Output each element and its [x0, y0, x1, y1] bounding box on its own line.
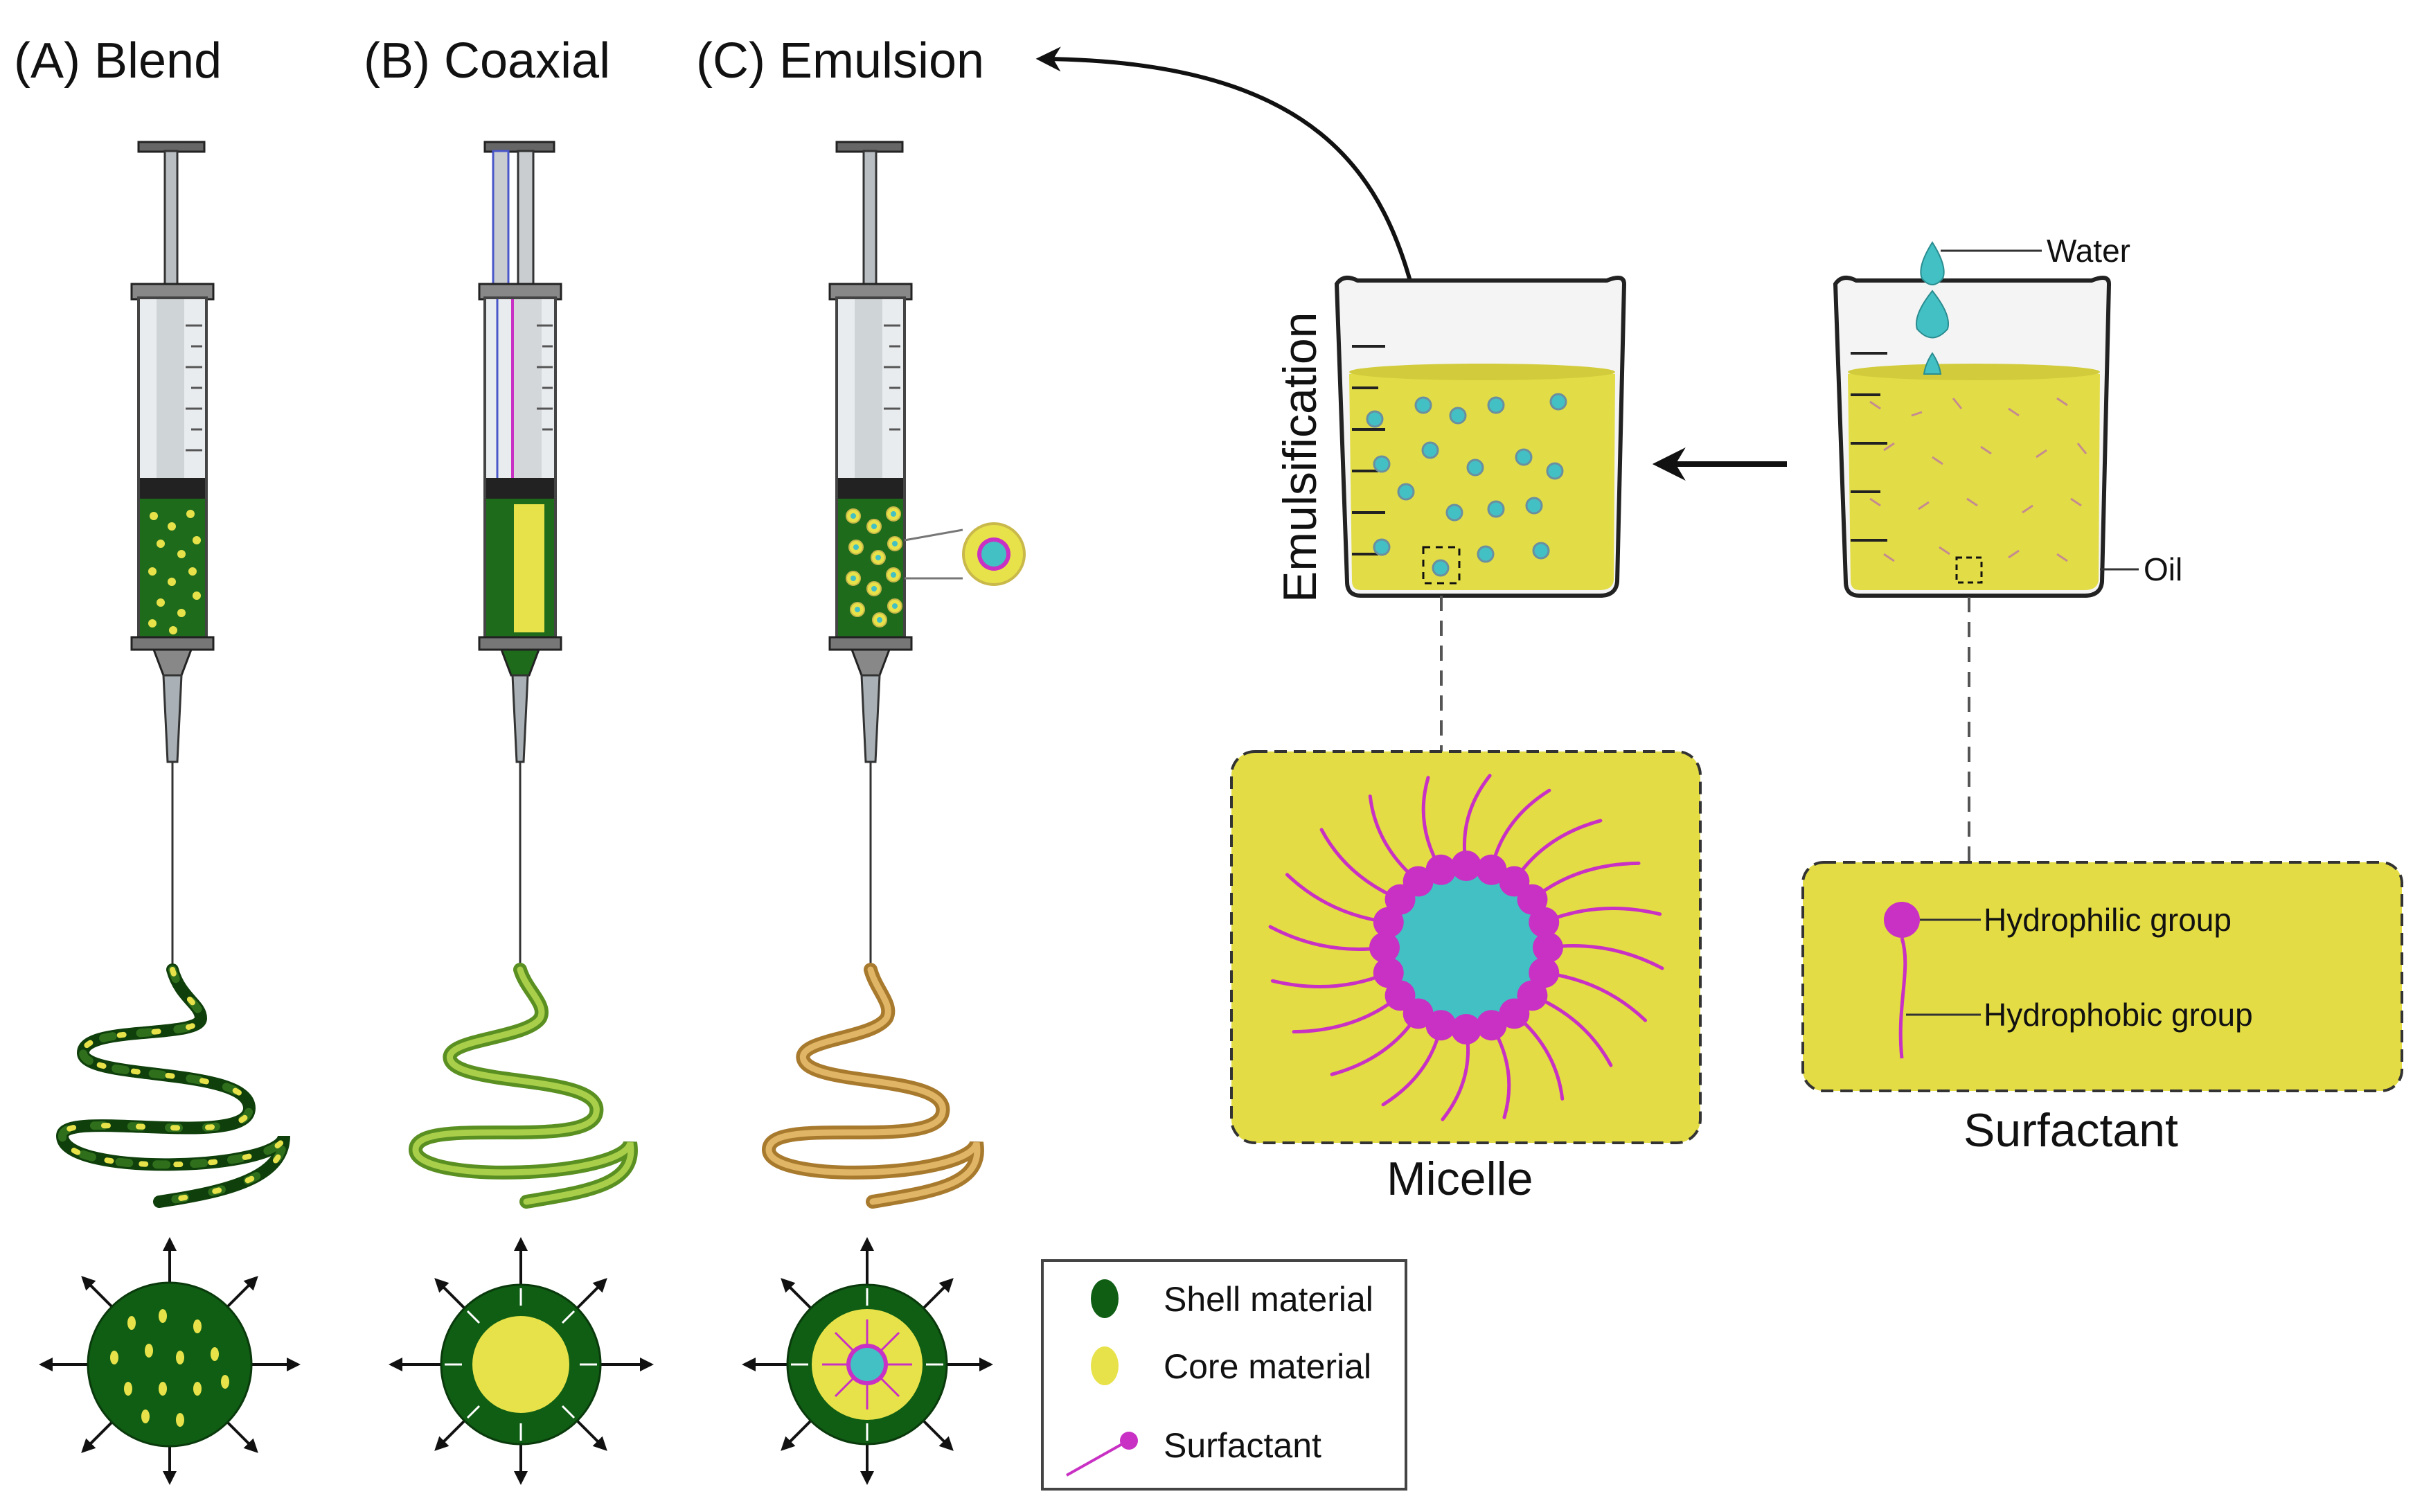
hydrophilic-head-icon [1884, 902, 1920, 938]
micelle-head [1373, 957, 1404, 988]
micelle-head [1533, 932, 1563, 963]
emulsion-beaker [1334, 276, 1627, 598]
oil-beaker [1833, 276, 2112, 598]
micelle-head [1384, 980, 1416, 1011]
micelle-head [1425, 854, 1457, 885]
micelle-head [1369, 932, 1400, 963]
micelle-head [1373, 907, 1404, 938]
panel-b-title: (B) Coaxial [364, 33, 610, 89]
legend-label-surfactant: Surfactant [1164, 1426, 1321, 1465]
hydrophobic-tail-icon [1898, 937, 1907, 1059]
fiber-coaxial [408, 963, 638, 1209]
surfactant-caption: Surfactant [1964, 1104, 2178, 1157]
micelle-head [1529, 957, 1560, 988]
cross-section-emulsion [742, 1237, 993, 1485]
panel-a-title: (A) Blend [14, 33, 222, 89]
shell-material-icon [1091, 1279, 1119, 1318]
legend-label-shell: Shell material [1164, 1280, 1373, 1319]
legend-label-core: Core material [1164, 1347, 1371, 1386]
legend: Shell material Core material Surfactant [1041, 1259, 1407, 1491]
micelle-head [1476, 1010, 1507, 1041]
syringe-blend [130, 141, 215, 970]
syringe-emulsion [828, 141, 1026, 970]
micelle-head [1529, 907, 1560, 938]
micelle-head [1403, 866, 1434, 897]
fiber-blend [55, 963, 290, 1208]
fiber-emulsion [761, 963, 984, 1209]
hydrophilic-label: Hydrophilic group [1984, 902, 2232, 938]
water-label: Water [2047, 233, 2130, 269]
micelle-head [1499, 998, 1530, 1029]
micelle-head [1425, 1010, 1457, 1041]
hydrophobic-label: Hydrophobic group [1984, 997, 2253, 1033]
micelle-box [1230, 750, 1702, 1144]
water-drops [1916, 241, 1949, 375]
curved-arrow [1035, 46, 1418, 305]
surfactant-icon [1066, 1432, 1138, 1477]
micelle-head [1451, 851, 1481, 881]
micelle-caption: Micelle [1387, 1153, 1533, 1205]
surfactant-box: Hydrophilic group Hydrophobic group [1801, 861, 2403, 1092]
panel-c-title: (C) Emulsion [696, 33, 984, 89]
micelle-head [1476, 854, 1507, 885]
emulsification-label: Emulsification [1274, 312, 1326, 603]
core-material-icon [1091, 1346, 1119, 1385]
micelle-head [1451, 1014, 1481, 1044]
micelle-head [1517, 884, 1548, 915]
cross-section-blend [39, 1237, 301, 1485]
oil-label: Oil [2144, 551, 2182, 587]
syringe-coaxial [478, 141, 562, 970]
cross-section-coaxial [389, 1237, 654, 1485]
